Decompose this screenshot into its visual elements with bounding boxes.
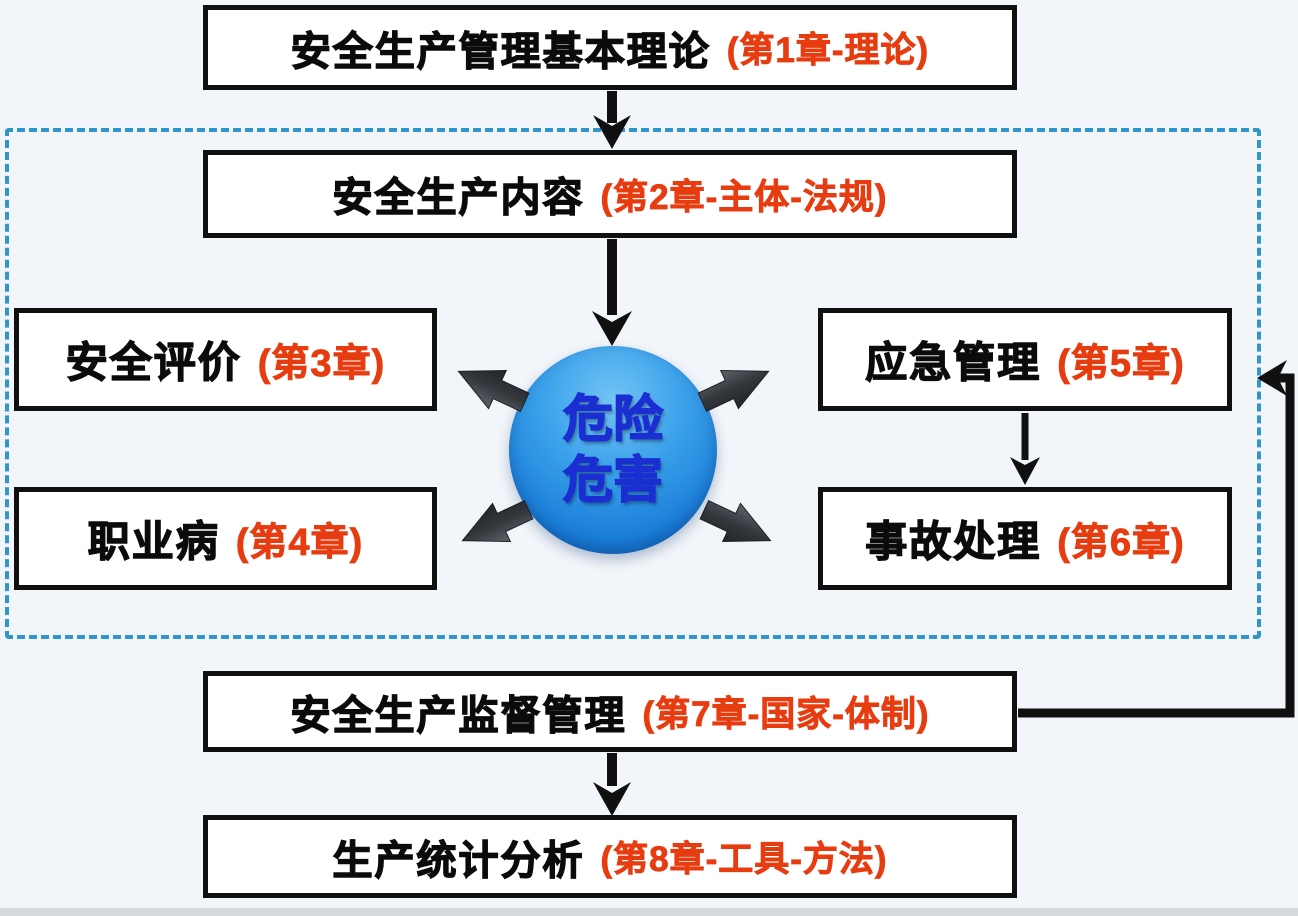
node-statistics: 生产统计分析 (第8章-工具-方法) <box>203 815 1017 898</box>
node-emergency-management-label: 应急管理 <box>865 338 1042 386</box>
node-safety-evaluation: 安全评价 (第3章) <box>14 308 437 411</box>
node-safety-theory-note: (第1章-理论) <box>726 31 930 71</box>
node-accident-handling-note: (第6章) <box>1057 522 1185 565</box>
node-safety-evaluation-note: (第3章) <box>257 343 386 386</box>
flow-arrow-supervision-to-statistics <box>593 753 631 816</box>
node-safety-theory-label: 安全生产管理基本理论 <box>290 29 711 74</box>
node-safety-content-label: 安全生产内容 <box>332 175 585 220</box>
node-statistics-label: 生产统计分析 <box>332 838 585 883</box>
node-safety-content-note: (第2章-主体-法规) <box>600 177 888 217</box>
node-supervision: 安全生产监督管理 (第7章-国家-体制) <box>203 671 1017 752</box>
node-safety-content: 安全生产内容 (第2章-主体-法规) <box>203 150 1017 238</box>
node-safety-theory: 安全生产管理基本理论 (第1章-理论) <box>203 5 1017 90</box>
node-safety-evaluation-label: 安全评价 <box>65 338 242 386</box>
hazard-circle-line1: 危险 <box>562 390 664 448</box>
node-occupational-disease: 职业病 (第4章) <box>14 487 437 590</box>
hazard-circle-line2: 危害 <box>562 451 664 509</box>
node-occupational-disease-label: 职业病 <box>87 517 220 565</box>
node-accident-handling-label: 事故处理 <box>865 517 1042 565</box>
photo-bottom-edge <box>0 908 1298 916</box>
hazard-circle: 危险 危害 <box>509 346 717 554</box>
node-occupational-disease-note: (第4章) <box>235 522 364 565</box>
node-emergency-management-note: (第5章) <box>1057 343 1185 386</box>
node-supervision-label: 安全生产监督管理 <box>290 693 627 738</box>
node-statistics-note: (第8章-工具-方法) <box>600 840 888 880</box>
node-supervision-note: (第7章-国家-体制) <box>642 695 930 735</box>
node-accident-handling: 事故处理 (第6章) <box>818 487 1232 590</box>
node-emergency-management: 应急管理 (第5章) <box>818 308 1232 411</box>
